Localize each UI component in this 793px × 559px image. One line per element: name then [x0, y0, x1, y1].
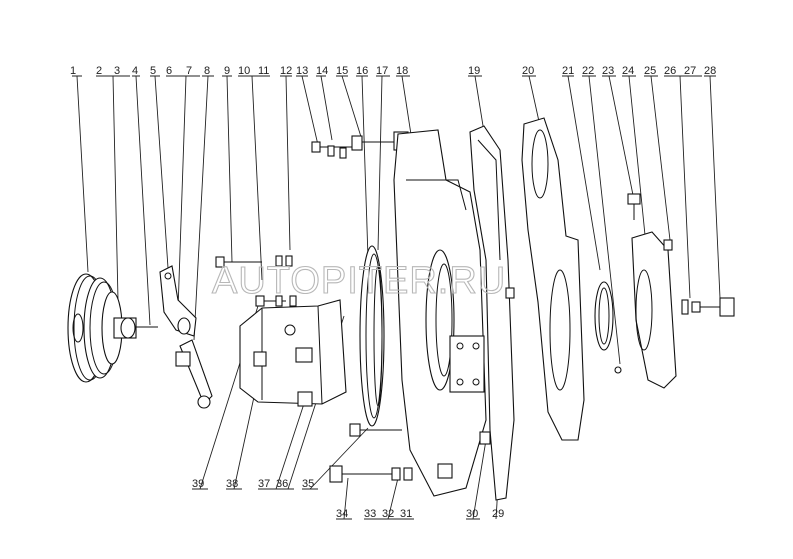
- callout-label: 7: [186, 65, 192, 77]
- callout-label: 12: [280, 65, 292, 77]
- callout-label: 38: [226, 478, 238, 490]
- callout-label: 5: [150, 65, 156, 77]
- callout-label: 20: [522, 65, 534, 77]
- gasket-plate: [469, 125, 515, 501]
- rear-cover-plate: [521, 117, 585, 441]
- pump-housing: [239, 299, 347, 407]
- callout-label: 39: [192, 478, 204, 490]
- callout-label: 33: [364, 508, 376, 520]
- callout-label: 37: [258, 478, 270, 490]
- callout-label: 31: [400, 508, 412, 520]
- callout-label: 13: [296, 65, 308, 77]
- watermark-text: AUTOPITER.RU: [212, 260, 506, 302]
- main-body-plate: [393, 129, 487, 497]
- callout-label: 14: [316, 65, 328, 77]
- callout-label: 25: [644, 65, 656, 77]
- pulley-assembly: [67, 273, 158, 383]
- callout-label: 18: [396, 65, 408, 77]
- callout-label: 2: [96, 65, 102, 77]
- bolts-group-top: [311, 131, 409, 159]
- bolts-group-bottom: [329, 287, 515, 483]
- callout-label: 21: [562, 65, 574, 77]
- callout-label: 8: [204, 65, 210, 77]
- bolts-group-right: [681, 297, 735, 317]
- o-ring: [594, 281, 622, 374]
- bolts-group-left: [215, 255, 297, 307]
- callout-label: 35: [302, 478, 314, 490]
- callout-label: 3: [114, 65, 120, 77]
- leader-lines-top: [72, 75, 721, 365]
- callout-label: 27: [684, 65, 696, 77]
- callout-label: 34: [336, 508, 348, 520]
- gasket-ring: [359, 245, 385, 427]
- callout-label: 19: [468, 65, 480, 77]
- callout-label: 17: [376, 65, 388, 77]
- callout-label: 16: [356, 65, 368, 77]
- callout-label: 26: [664, 65, 676, 77]
- end-flange: [627, 193, 677, 389]
- callout-label: 30: [466, 508, 478, 520]
- callout-label: 32: [382, 508, 394, 520]
- callout-label: 24: [622, 65, 634, 77]
- callout-label: 1: [70, 65, 76, 77]
- callout-label: 23: [602, 65, 614, 77]
- callout-label: 6: [166, 65, 172, 77]
- callout-label: 11: [258, 65, 269, 77]
- callout-label: 4: [132, 65, 138, 77]
- tensioner-arm: [159, 265, 213, 409]
- callout-label: 36: [276, 478, 288, 490]
- callout-label: 15: [336, 65, 348, 77]
- callouts-top: 1 2 3 4 5 6 7 8 9 10 11 12 13 14 15 16 1…: [70, 65, 716, 77]
- callout-label: 22: [582, 65, 594, 77]
- callout-label: 10: [238, 65, 250, 77]
- callout-label: 9: [224, 65, 230, 77]
- callouts-bottom: 39 38 37 36 35 34 33 32 31 30 29: [192, 478, 504, 520]
- callout-label: 28: [704, 65, 716, 77]
- callout-label: 29: [492, 508, 504, 520]
